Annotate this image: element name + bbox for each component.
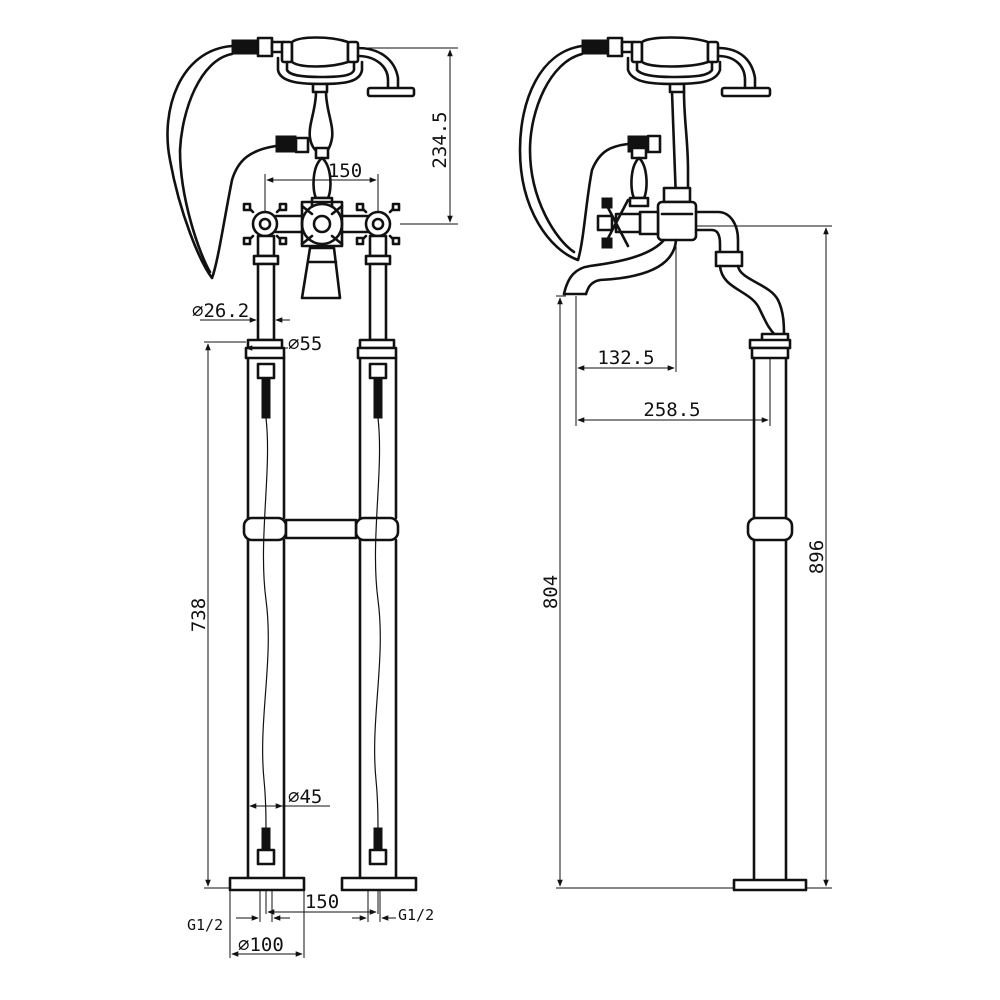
front-dimensions: 234.5 150 ⌀26.2 ⌀55 738 ⌀45 G1/2 150 G1/… bbox=[187, 47, 458, 958]
dim-overall-height: 896 bbox=[806, 540, 828, 574]
side-dimensions: 804 132.5 258.5 896 bbox=[540, 225, 832, 889]
dim-leg-height: 738 bbox=[188, 598, 210, 632]
front-view bbox=[166, 36, 418, 892]
leg-crossbar bbox=[284, 518, 358, 540]
leg-right bbox=[340, 338, 418, 892]
riser-right bbox=[364, 234, 392, 342]
dim-riser-diameter: ⌀26.2 bbox=[192, 300, 249, 322]
leg-left bbox=[228, 338, 306, 892]
dim-spout-height: 804 bbox=[540, 575, 562, 609]
side-view bbox=[518, 36, 808, 892]
dim-inlet-right: G1/2 bbox=[398, 906, 434, 924]
side-diverter bbox=[628, 146, 650, 208]
hose-connector-top bbox=[231, 36, 286, 58]
riser-left bbox=[252, 234, 280, 342]
hose-connector-lower bbox=[275, 135, 310, 154]
side-shower-handset bbox=[626, 36, 772, 202]
side-mixer-body bbox=[562, 186, 790, 344]
dim-inlet-left: G1/2 bbox=[187, 916, 223, 934]
mixer-body bbox=[274, 200, 372, 300]
dim-spout-reach: 132.5 bbox=[597, 347, 654, 369]
side-shower-hose bbox=[518, 44, 630, 262]
dim-handset-height: 234.5 bbox=[429, 111, 451, 168]
dim-leg-diameter: ⌀45 bbox=[288, 786, 322, 808]
cross-handle-left bbox=[242, 202, 288, 246]
dim-base-diameter: ⌀100 bbox=[238, 934, 284, 956]
side-leg bbox=[732, 338, 808, 892]
dim-tap-centres-bottom: 150 bbox=[305, 891, 339, 913]
dim-tap-centres-top: 150 bbox=[328, 160, 362, 182]
shower-hose bbox=[166, 44, 278, 280]
dim-collar-diameter: ⌀55 bbox=[288, 333, 322, 355]
dim-overall-reach: 258.5 bbox=[643, 399, 700, 421]
